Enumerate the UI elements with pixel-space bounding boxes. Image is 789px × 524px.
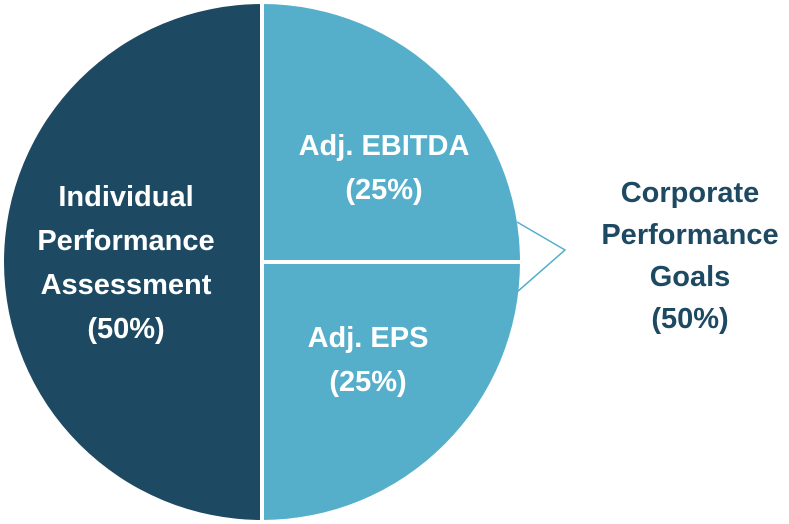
pie-slices xyxy=(4,4,520,520)
slice-label-line: Assessment xyxy=(41,269,212,301)
slice-label-line: Adj. EPS xyxy=(308,322,429,354)
slice-label-line: (25%) xyxy=(329,366,406,398)
group-label-line: Performance xyxy=(601,219,778,251)
slice-label-line: Individual xyxy=(58,181,193,213)
group-label-line: Goals xyxy=(650,261,731,293)
slice-label-line: Performance xyxy=(37,225,214,257)
slice-label-line: Adj. EBITDA xyxy=(299,130,470,162)
slice-label-ebitda: Adj. EBITDA (25%) xyxy=(299,130,470,206)
slice-label-line: (50%) xyxy=(87,313,164,345)
pie-slice-ebitda xyxy=(262,4,520,262)
slice-label-eps: Adj. EPS (25%) xyxy=(308,322,429,398)
pie-dividers xyxy=(260,2,522,522)
group-label-line: Corporate xyxy=(621,177,760,209)
group-bracket-line xyxy=(516,221,567,293)
pie-slice-eps xyxy=(262,262,520,520)
group-bracket xyxy=(516,221,567,293)
pie-slice-individual xyxy=(4,4,262,520)
group-label-line: (50%) xyxy=(651,303,728,335)
slice-label-line: (25%) xyxy=(345,174,422,206)
